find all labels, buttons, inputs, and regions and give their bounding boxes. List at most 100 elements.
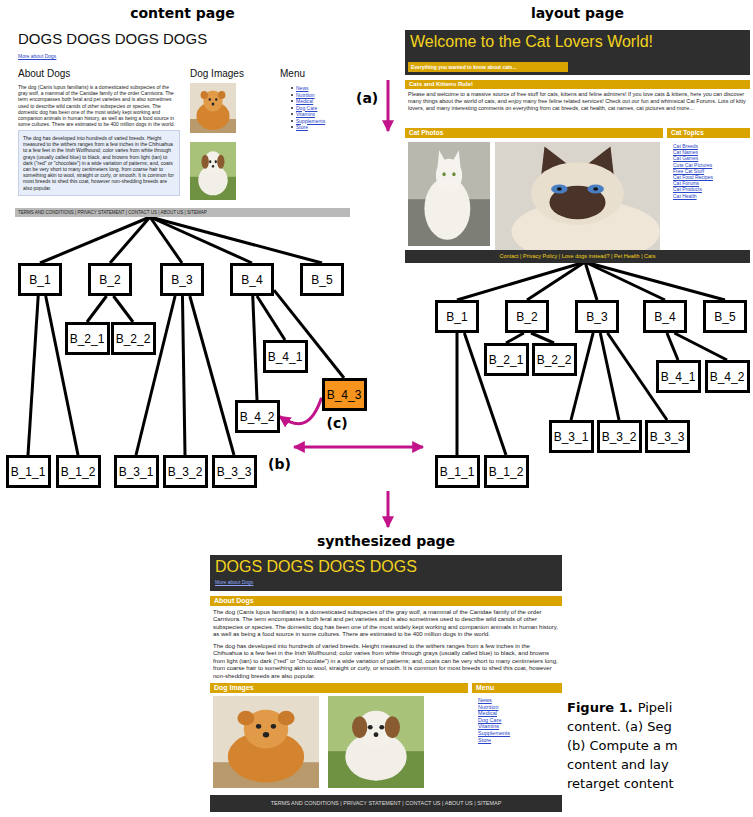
section-heading: About Dogs xyxy=(18,68,138,80)
footer-bar: TERMS AND CONDITIONS | PRIVACY STATEMENT… xyxy=(210,795,562,812)
page-link: More about Dogs xyxy=(215,579,315,585)
section-bar: Cat Photos xyxy=(405,128,663,138)
footer-bar: Contact | Privacy Policy | Love dogs ins… xyxy=(405,250,750,263)
photo-detail xyxy=(442,172,445,176)
step-label: (c) xyxy=(326,415,349,431)
menu-item: Medical xyxy=(478,710,553,717)
block-id: B_2_1 xyxy=(70,332,105,346)
photo-detail xyxy=(438,150,446,167)
page-heading: layout page xyxy=(405,5,750,22)
page-heading: synthesized page xyxy=(210,533,562,550)
segment-block: B_4_1 xyxy=(656,360,701,393)
caption-text: retarget content xyxy=(567,776,674,791)
photo-detail xyxy=(352,716,367,738)
tree-edge xyxy=(531,333,554,343)
tree-edge xyxy=(585,262,725,300)
block-id: B_4 xyxy=(241,273,262,287)
section-bar: Menu xyxy=(472,683,562,693)
block-id: B_1_1 xyxy=(440,465,475,479)
photo-detail xyxy=(368,725,373,730)
block-id: B_2_1 xyxy=(489,353,524,367)
menu-item: Store xyxy=(296,124,356,130)
segment-block: B_3_1 xyxy=(114,455,159,488)
photo-detail xyxy=(217,155,224,169)
body-text: The dog (Canis lupus familiaris) is a do… xyxy=(213,609,559,639)
block-id: B_2_2 xyxy=(116,332,151,346)
photo-detail xyxy=(385,716,400,738)
menu-item: Nutrition xyxy=(296,92,356,98)
site-title: Welcome to the Cat Lovers World! xyxy=(410,32,745,51)
segment-block: B_1_1 xyxy=(435,455,480,488)
section-heading: Dog Images xyxy=(190,68,275,80)
tree-edge xyxy=(46,296,78,455)
segment-block: B_2 xyxy=(505,300,549,333)
tree-edge xyxy=(527,262,585,300)
segment-block: B_4_1 xyxy=(263,340,308,373)
section-heading: Menu xyxy=(280,68,340,80)
section-bar: Dog Images xyxy=(210,683,468,693)
segment-block: B_2 xyxy=(88,263,132,296)
tagline-bar: Everything you wanted to know about cats… xyxy=(408,62,568,72)
topic-link: Cat Games xyxy=(673,155,748,161)
photo-detail xyxy=(328,696,424,788)
menu-item: News xyxy=(296,85,356,91)
segment-block: B_4 xyxy=(643,300,687,333)
block-id: B_4_2 xyxy=(710,370,745,384)
menu-item: Store xyxy=(478,737,553,744)
tree-edge xyxy=(40,217,150,263)
block-id: B_3_3 xyxy=(650,430,685,444)
photo-detail xyxy=(263,732,269,738)
body-text: The dog has developed into hundreds of v… xyxy=(213,643,559,680)
tree-edge xyxy=(87,296,107,322)
block-id: B_3_1 xyxy=(119,465,154,479)
photo-detail xyxy=(557,187,562,190)
body-text: The dog has developed into hundreds of v… xyxy=(18,130,180,196)
block-id: B_2_2 xyxy=(537,353,572,367)
tree-edge xyxy=(113,296,133,322)
block-id: B_4_2 xyxy=(240,410,275,424)
block-id: B_2 xyxy=(516,310,537,324)
photo-detail xyxy=(237,711,254,726)
caption-text: content and lay xyxy=(567,757,669,772)
block-id: B_3_2 xyxy=(602,430,637,444)
tree-edge xyxy=(190,296,234,455)
photo-detail xyxy=(587,185,604,194)
tree-edge xyxy=(674,333,727,360)
block-id: B_3 xyxy=(586,310,607,324)
segment-block: B_5 xyxy=(703,300,747,333)
topic-link: Cat Forums xyxy=(673,180,748,186)
segment-block: B_1 xyxy=(435,300,479,333)
menu-item: News xyxy=(478,697,553,704)
caption-text: (b) Compute a m xyxy=(567,738,678,753)
photo xyxy=(328,696,424,788)
block-id: B_3_2 xyxy=(168,465,203,479)
topic-link: Free Cat Stuff xyxy=(673,168,748,174)
photo-detail xyxy=(452,172,455,176)
segment-block: B_3 xyxy=(160,263,204,296)
segment-block: B_4_2 xyxy=(705,360,750,393)
tree-edge xyxy=(257,296,285,340)
segment-block: B_1_2 xyxy=(56,455,101,488)
photo-detail xyxy=(213,696,319,788)
photo-detail xyxy=(379,725,384,730)
photo-detail xyxy=(218,91,225,99)
tree-edge xyxy=(506,333,524,343)
photo xyxy=(213,696,319,788)
segment-block: B_2_2 xyxy=(532,343,577,376)
tree-edge xyxy=(456,333,459,455)
segment-block: B_3_3 xyxy=(645,420,690,453)
menu-item: Supplements xyxy=(478,730,553,737)
photo-detail xyxy=(190,83,236,133)
block-id: B_1_1 xyxy=(11,465,46,479)
menu-item: Dog Care xyxy=(478,717,553,724)
tree-edge xyxy=(136,296,175,455)
block-id: B_5 xyxy=(714,310,735,324)
segment-block: B_5 xyxy=(300,263,344,296)
photo-detail xyxy=(374,732,379,737)
block-id: B_5 xyxy=(311,273,332,287)
block-id: B_4 xyxy=(654,310,675,324)
site-title: DOGS DOGS DOGS DOGS xyxy=(18,30,268,48)
topic-link: Cat Products xyxy=(673,186,748,192)
menu-item: Medical xyxy=(296,98,356,104)
segment-block: B_2_1 xyxy=(65,322,110,355)
